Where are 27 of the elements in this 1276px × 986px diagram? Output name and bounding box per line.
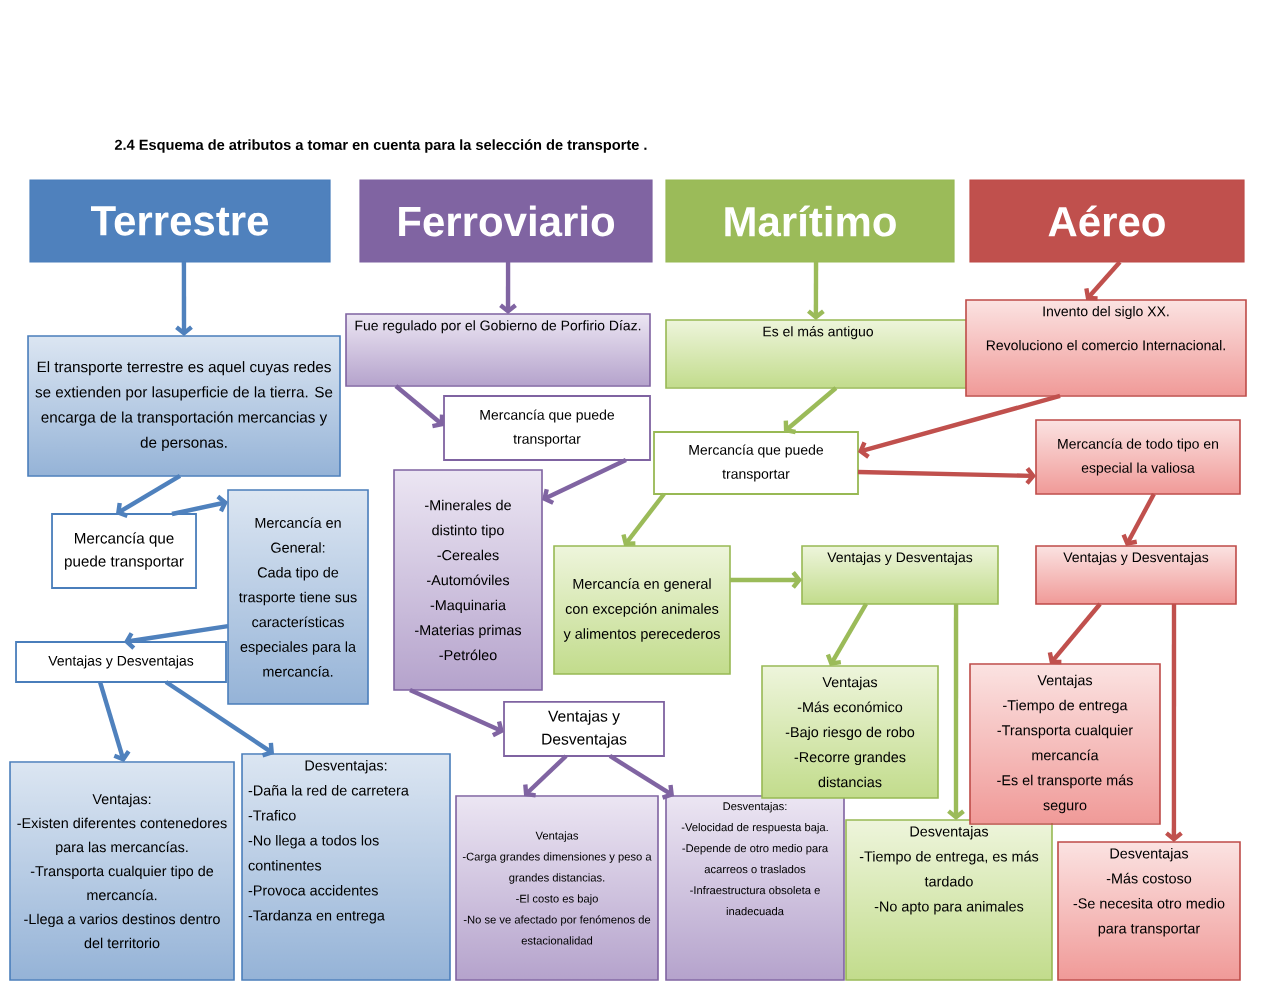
arrow: [807, 262, 825, 320]
header-box: Ferroviario: [359, 179, 653, 263]
arrow: [115, 474, 182, 518]
arrow: [730, 571, 802, 589]
header-box: Marítimo: [665, 179, 955, 263]
arrow: [171, 494, 228, 517]
arrow: [499, 262, 517, 314]
header-box: Terrestre: [29, 179, 331, 263]
arrow: [825, 602, 868, 666]
arrow: [394, 384, 445, 429]
arrow: [523, 754, 568, 798]
arrow: [1047, 602, 1102, 665]
arrow: [621, 492, 666, 546]
arrow: [783, 386, 838, 435]
arrow: [1165, 604, 1183, 842]
arrow: [1121, 492, 1156, 546]
arrow: [123, 623, 229, 650]
arrow: [947, 604, 965, 820]
arrow: [409, 687, 504, 738]
arrow: [608, 754, 674, 800]
arrow: [97, 681, 131, 762]
arrow: [175, 262, 193, 336]
arrow: [542, 458, 627, 505]
arrow: [857, 466, 1036, 485]
arrow: [1084, 260, 1122, 301]
header-box: Aéreo: [969, 179, 1245, 263]
arrow: [164, 680, 275, 758]
